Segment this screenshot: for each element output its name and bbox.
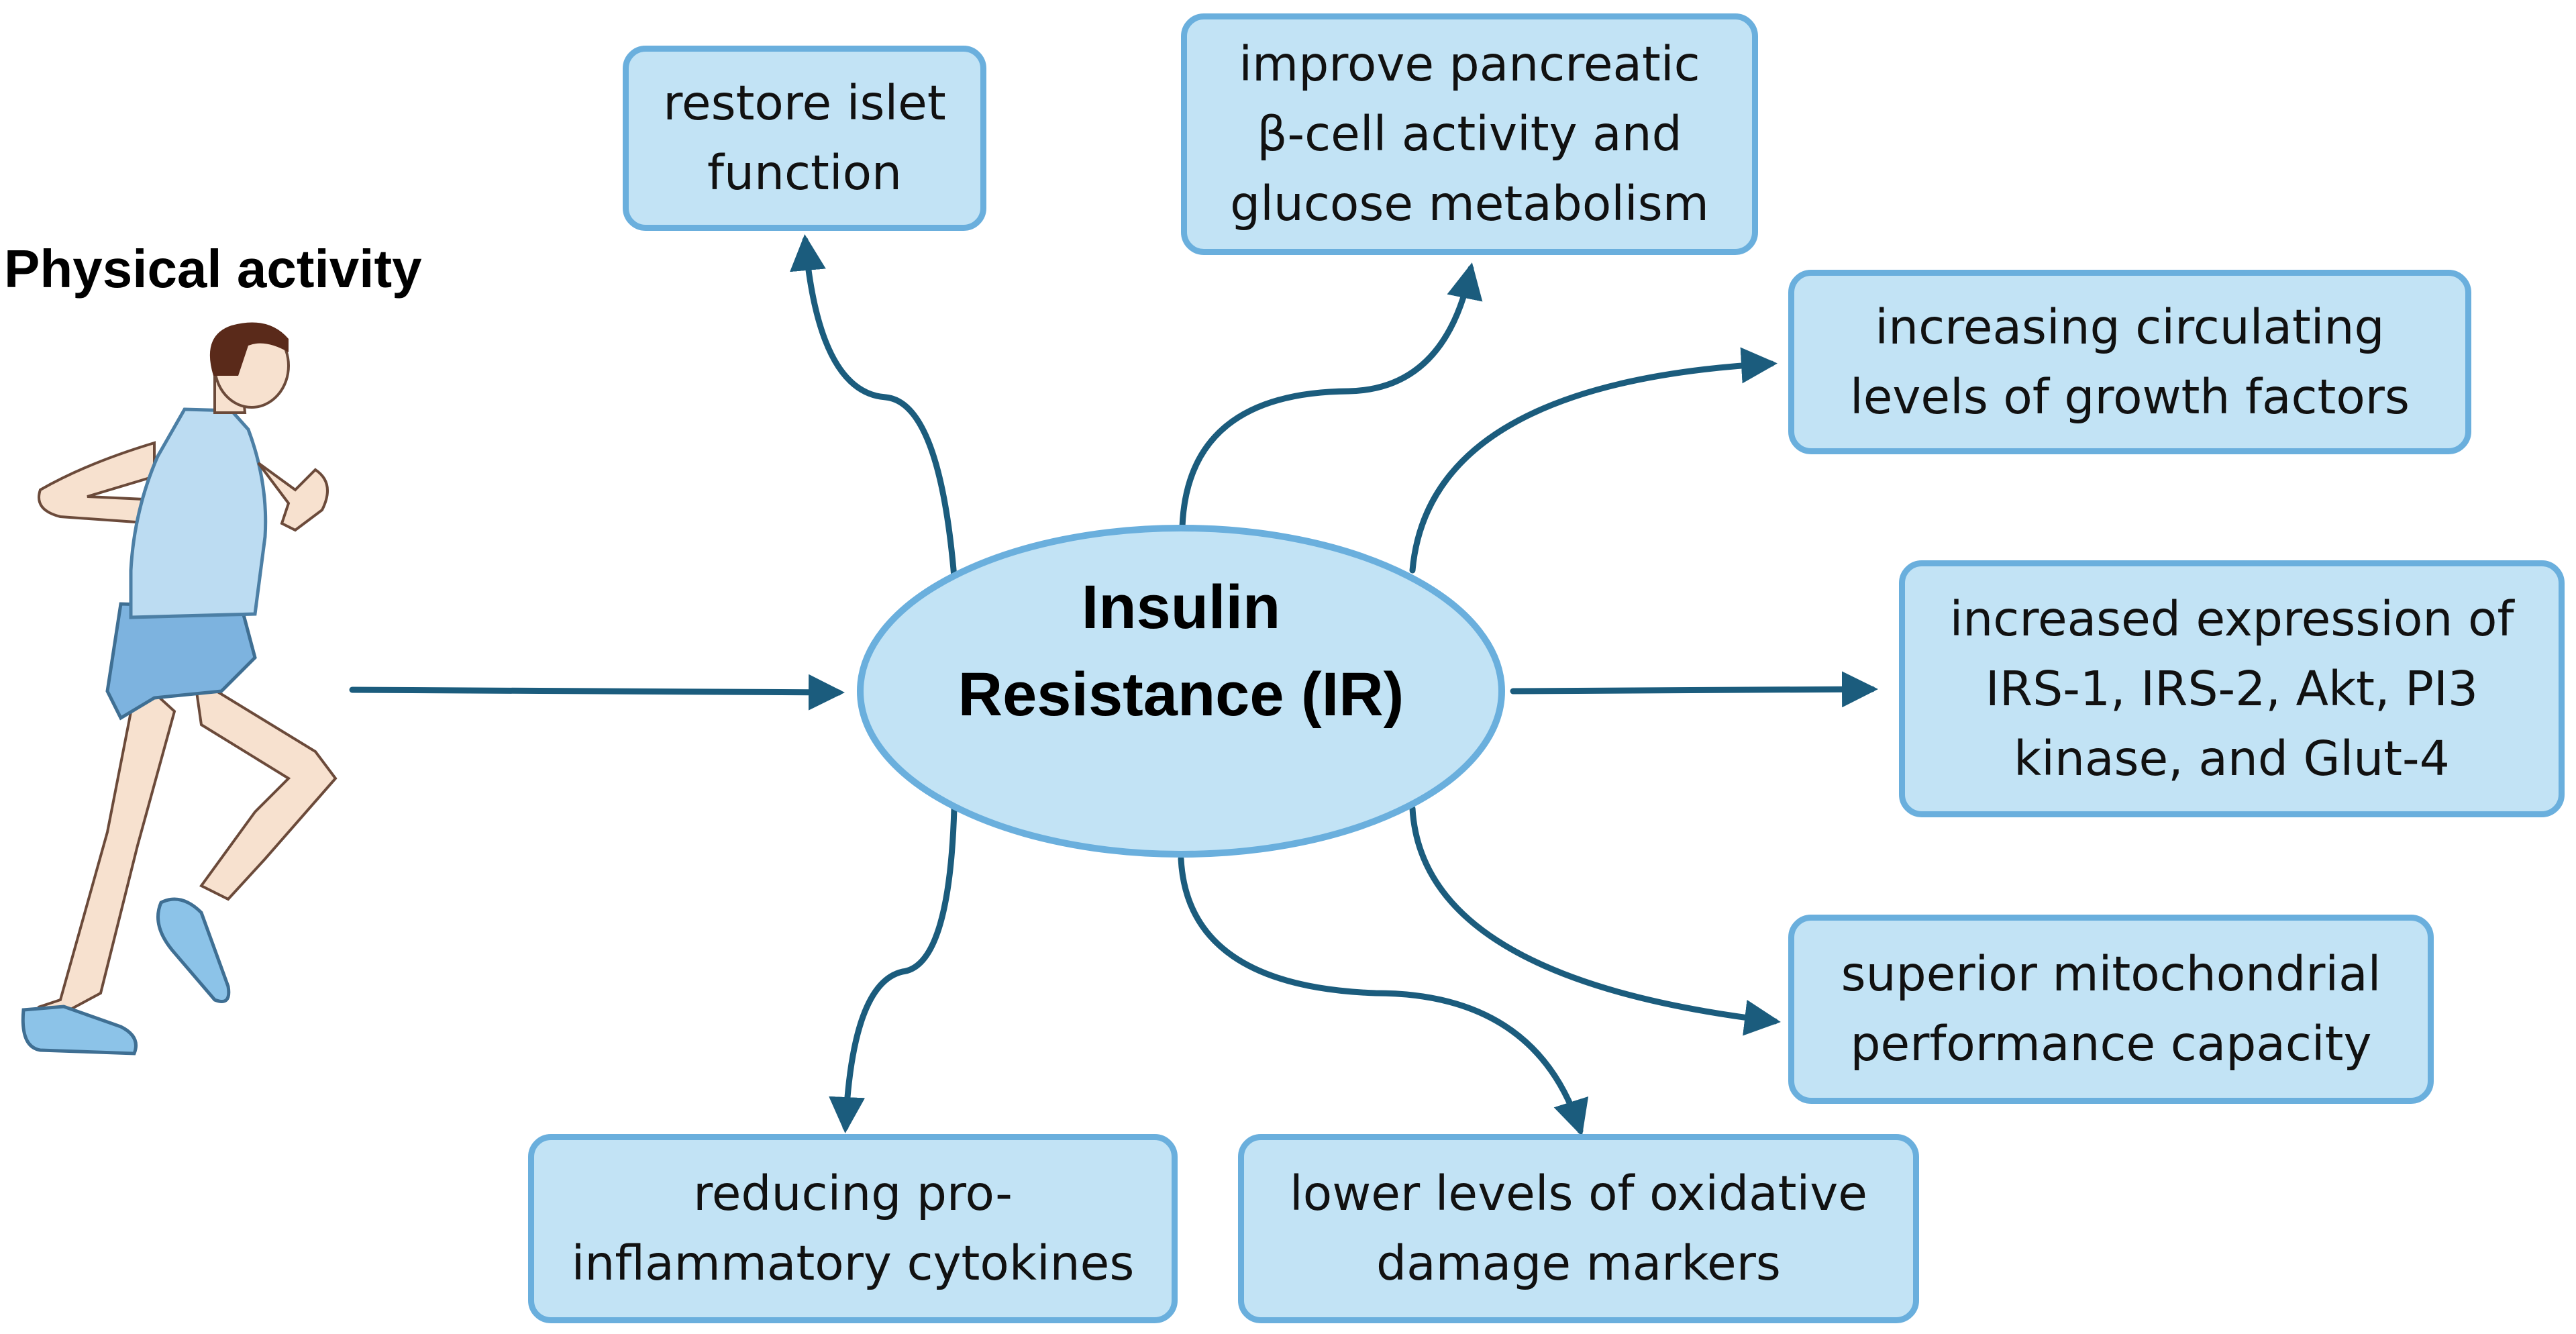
arrow-activity-to-ir [349,674,845,711]
runner-illustration [21,322,338,1056]
effect-box-mitochondrial: superior mitochondrial performance capac… [1788,915,2434,1104]
effect-box-pancreatic: improve pancreatic β-cell activity and g… [1181,13,1758,255]
effect-box-restore-islet: restore islet function [623,46,986,231]
effect-box-growth-factors: increasing circulating levels of growth … [1788,270,2471,454]
arrow-to-mitochondrial [1409,805,1781,1036]
center-label: Insulin Resistance (IR) [958,573,1404,729]
effect-box-irs: increased expression of IRS-1, IRS-2, Ak… [1899,560,2565,817]
arrow-to-pancreatic [1179,262,1483,530]
insulin-resistance-ellipse [857,525,1505,858]
arrows [349,234,1878,1137]
effect-box-oxidative: lower levels of oxidative damage markers [1238,1134,1919,1323]
arrow-to-restore-islet [790,234,958,580]
arrow-to-oxidative [1178,856,1589,1137]
effect-box-cytokines: reducing pro- inflammatory cytokines [528,1134,1178,1323]
arrow-to-growth-factors [1409,347,1778,574]
diagram-title: Physical activity [4,239,422,299]
arrow-to-irs [1510,671,1878,708]
arrow-to-cytokines [829,805,958,1133]
